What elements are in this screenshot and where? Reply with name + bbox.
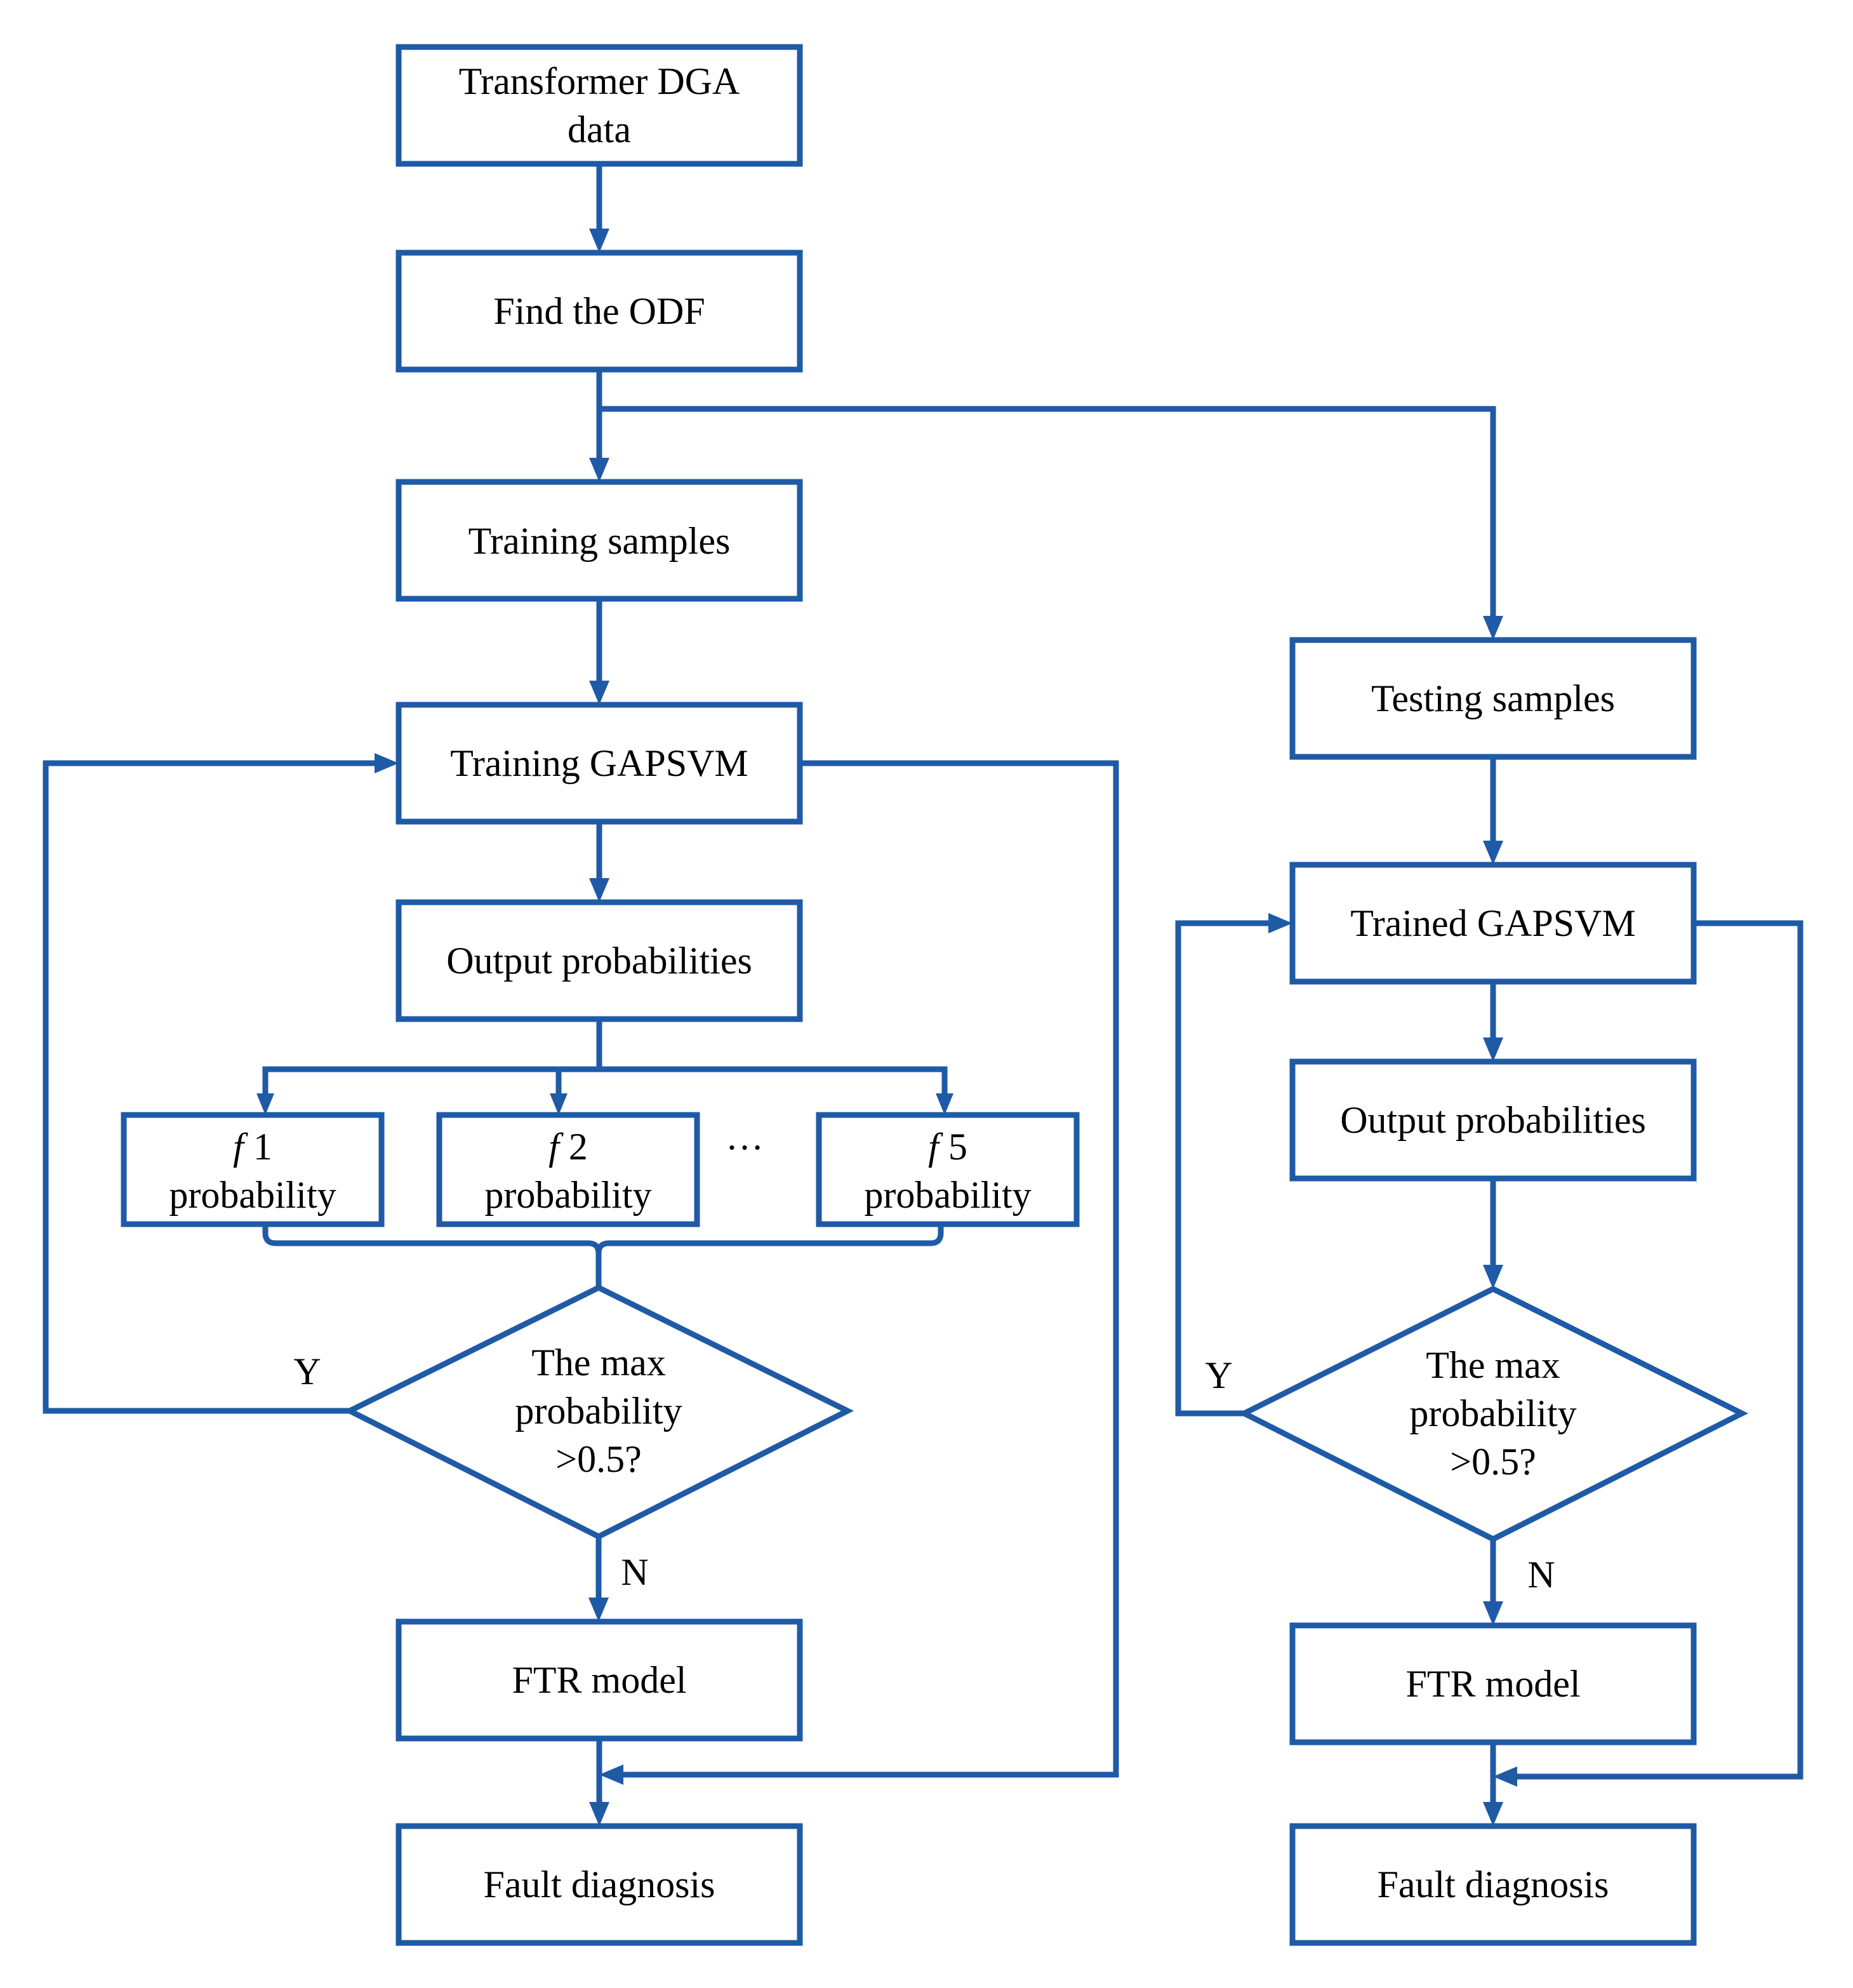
node-output-probabilities-left-label: Output probabilities xyxy=(446,940,752,982)
node-f2-word: probability xyxy=(484,1174,651,1216)
node-f1-title: f 1 xyxy=(233,1126,272,1168)
connector-output-to-f-boxes xyxy=(256,1019,953,1115)
node-f1-index: 1 xyxy=(253,1126,272,1168)
node-f5-symbol: f xyxy=(928,1126,943,1168)
node-ftr-model-left: FTR model xyxy=(395,1618,803,1742)
connector-training-gapsvm-to-output xyxy=(589,822,609,902)
connector-testing-to-trained xyxy=(1483,757,1503,865)
edge-label-yes-left: Y xyxy=(293,1351,321,1392)
edge-label-no-left: N xyxy=(621,1551,648,1593)
node-f2-title: f 2 xyxy=(548,1126,588,1168)
connector-ftr-left-to-fault-diagnosis xyxy=(589,1738,609,1826)
node-transformer-dga-data-line2: data xyxy=(568,109,631,150)
node-transformer-dga-data-line1: Transformer DGA xyxy=(459,60,740,102)
node-training-gapsvm-label: Training GAPSVM xyxy=(450,742,748,784)
node-trained-gapsvm: Trained GAPSVM xyxy=(1289,862,1697,985)
connector-dga-to-odf xyxy=(589,164,609,253)
node-training-samples: Training samples xyxy=(395,479,803,602)
node-fault-diagnosis-right-label: Fault diagnosis xyxy=(1377,1864,1609,1905)
connector-training-samples-to-training-gapsvm xyxy=(589,599,609,705)
node-transformer-dga-data: Transformer DGA data xyxy=(395,44,803,167)
node-ftr-model-left-label: FTR model xyxy=(512,1659,686,1701)
node-decision-right-line1: The max xyxy=(1426,1344,1560,1386)
node-decision-right: The max probability >0.5? xyxy=(1237,1285,1749,1543)
connector-odf-to-training-samples xyxy=(589,370,609,482)
node-find-odf-label: Find the ODF xyxy=(493,290,705,332)
edge-label-no-right: N xyxy=(1527,1554,1555,1596)
node-trained-gapsvm-label: Trained GAPSVM xyxy=(1350,902,1636,944)
node-f2-index: 2 xyxy=(569,1126,588,1168)
node-decision-right-line2: probability xyxy=(1409,1392,1576,1434)
node-ftr-model-right-label: FTR model xyxy=(1405,1663,1580,1705)
node-decision-left-line1: The max xyxy=(531,1342,666,1384)
node-f2-probability: f 2 probability xyxy=(436,1112,700,1227)
node-ftr-model-right: FTR model xyxy=(1289,1622,1697,1745)
node-f2-symbol: f xyxy=(548,1126,564,1168)
connector-training-gapsvm-bypass xyxy=(599,760,1119,1785)
connector-trained-to-output xyxy=(1483,982,1503,1062)
connector-decision-left-yes-loop xyxy=(43,753,399,1414)
node-f5-title: f 5 xyxy=(928,1126,967,1168)
node-f5-index: 5 xyxy=(948,1126,967,1168)
ellipsis-more-classes: … xyxy=(726,1116,764,1157)
node-output-probabilities-right: Output probabilities xyxy=(1289,1058,1697,1182)
connector-output-right-to-decision xyxy=(1483,1178,1503,1289)
node-f1-word: probability xyxy=(169,1174,336,1216)
node-fault-diagnosis-left: Fault diagnosis xyxy=(395,1823,803,1946)
connector-decision-right-yes-loop xyxy=(1175,913,1292,1417)
node-find-odf: Find the ODF xyxy=(395,250,803,373)
connector-trained-gapsvm-bypass xyxy=(1493,920,1803,1787)
node-f1-symbol: f xyxy=(233,1126,248,1168)
edge-label-yes-right: Y xyxy=(1205,1354,1232,1396)
node-decision-right-line3: >0.5? xyxy=(1450,1441,1536,1483)
connector-decision-right-no xyxy=(1483,1539,1503,1625)
node-f5-probability: f 5 probability xyxy=(816,1112,1080,1227)
node-testing-samples: Testing samples xyxy=(1289,637,1697,760)
connector-ftr-right-to-fault-diagnosis xyxy=(1483,1742,1503,1826)
node-output-probabilities-right-label: Output probabilities xyxy=(1340,1099,1646,1141)
node-decision-left-line2: probability xyxy=(515,1390,682,1432)
connector-odf-to-testing-samples xyxy=(599,406,1503,640)
node-testing-samples-label: Testing samples xyxy=(1371,677,1615,719)
connector-f-boxes-to-decision xyxy=(262,1224,944,1288)
node-decision-left: The max probability >0.5? xyxy=(343,1284,854,1540)
node-training-gapsvm: Training GAPSVM xyxy=(395,702,803,825)
node-f5-word: probability xyxy=(864,1174,1031,1216)
connector-decision-left-no xyxy=(588,1537,609,1622)
node-output-probabilities-left: Output probabilities xyxy=(395,899,803,1022)
node-fault-diagnosis-right: Fault diagnosis xyxy=(1289,1823,1697,1946)
node-training-samples-label: Training samples xyxy=(468,520,731,562)
node-fault-diagnosis-left-label: Fault diagnosis xyxy=(483,1864,715,1905)
node-f1-probability: f 1 probability xyxy=(121,1112,385,1227)
node-decision-left-line3: >0.5? xyxy=(555,1438,641,1480)
